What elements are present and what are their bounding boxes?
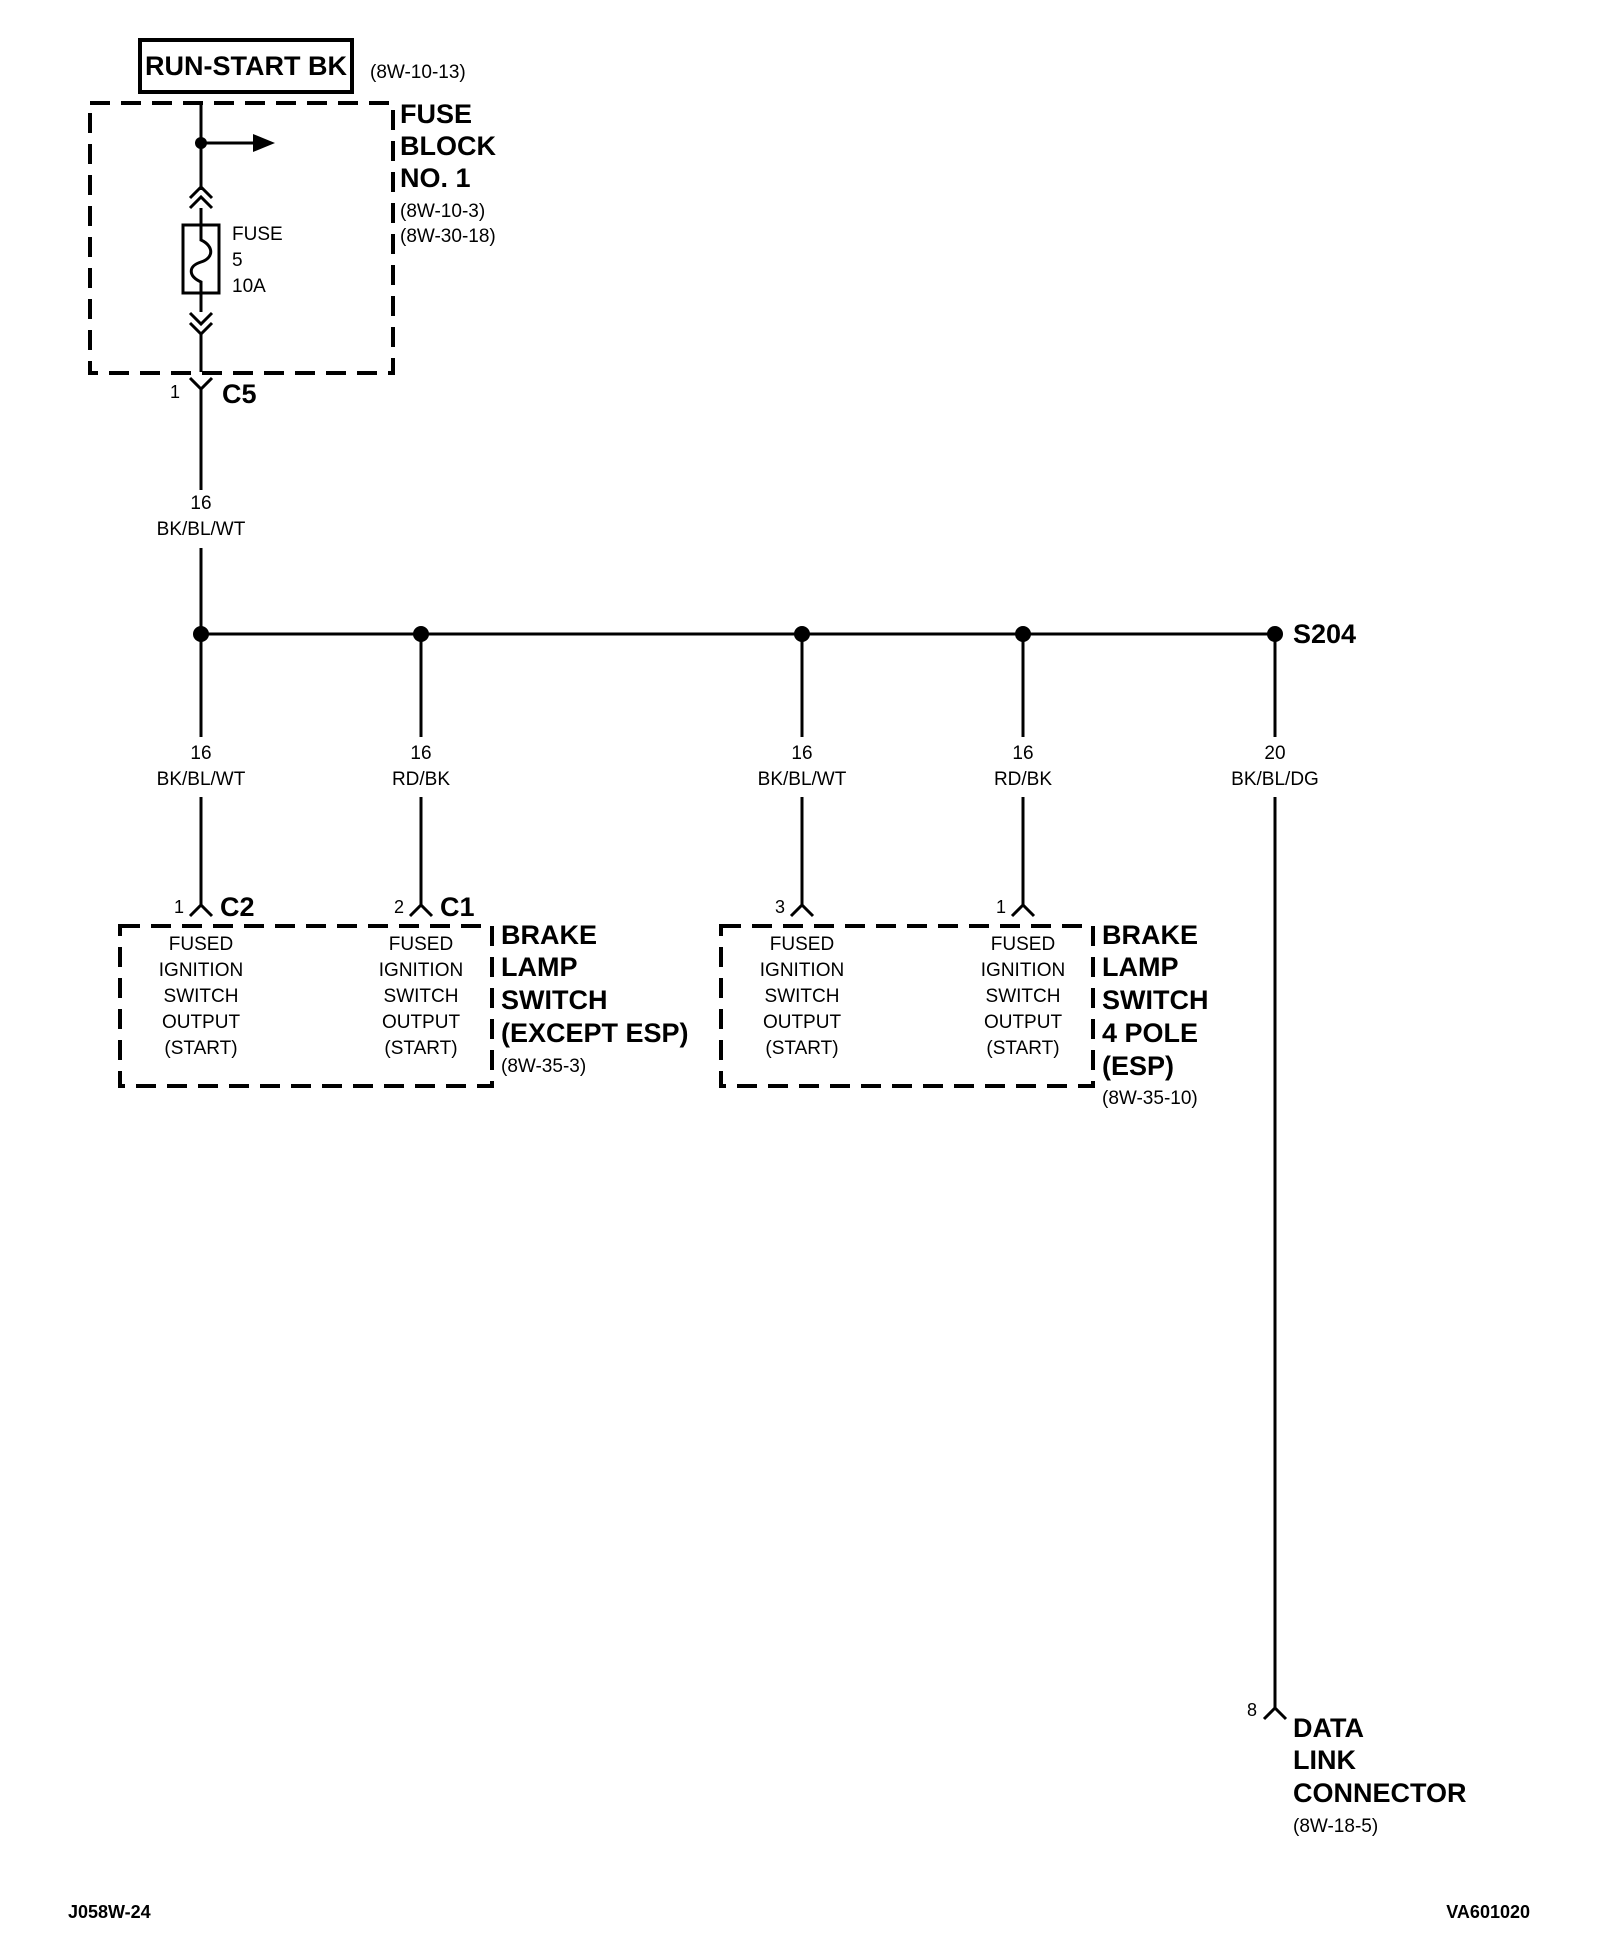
- svg-text:DATA: DATA: [1293, 1713, 1364, 1743]
- fuse-block-ref-2: (8W-30-18): [400, 226, 496, 247]
- svg-text:OUTPUT: OUTPUT: [984, 1012, 1063, 1033]
- svg-text:16: 16: [190, 743, 211, 764]
- svg-text:RD/BK: RD/BK: [994, 769, 1052, 790]
- svg-text:OUTPUT: OUTPUT: [763, 1012, 842, 1033]
- brake-lamp-switch-except-esp-circuit-2: FUSED IGNITION SWITCH OUTPUT (START): [379, 934, 463, 1059]
- svg-text:FUSE: FUSE: [400, 99, 472, 129]
- svg-text:BRAKE: BRAKE: [1102, 920, 1198, 950]
- svg-text:SWITCH: SWITCH: [765, 986, 840, 1007]
- svg-text:CONNECTOR: CONNECTOR: [1293, 1778, 1467, 1808]
- main-wire-gauge: 16: [190, 493, 211, 514]
- svg-text:16: 16: [410, 743, 431, 764]
- svg-text:10A: 10A: [232, 276, 266, 297]
- svg-text:LINK: LINK: [1293, 1745, 1356, 1775]
- svg-text:FUSED: FUSED: [169, 934, 233, 955]
- fuse-upper-connector-icon: [188, 184, 214, 210]
- data-link-connector-title: DATA LINK CONNECTOR: [1293, 1713, 1467, 1808]
- brake-lamp-switch-esp-outline: [719, 924, 1095, 1088]
- svg-text:(ESP): (ESP): [1102, 1051, 1174, 1081]
- source-box: [138, 38, 354, 94]
- c5-connector-name: C5: [222, 379, 257, 409]
- brake-lamp-switch-except-esp-outline: [118, 924, 494, 1088]
- branch-wire-1: 16 BK/BL/WT 1 C2: [157, 634, 255, 922]
- fuse-icon: [181, 223, 221, 295]
- c5-pin-number: 1: [170, 382, 180, 402]
- esp-pin3-number: 3: [775, 897, 785, 917]
- c1-connector-icon: [408, 902, 434, 918]
- svg-text:FUSED: FUSED: [389, 934, 453, 955]
- c2-pin-number: 1: [174, 897, 184, 917]
- svg-text:BK/BL/WT: BK/BL/WT: [758, 769, 847, 790]
- dlc-pin-number: 8: [1247, 1700, 1257, 1720]
- svg-text:OUTPUT: OUTPUT: [382, 1012, 461, 1033]
- brake-lamp-switch-esp-circuit-2: FUSED IGNITION SWITCH OUTPUT (START): [981, 934, 1065, 1059]
- footer-left-code: J058W-24: [68, 1902, 151, 1922]
- svg-text:(START): (START): [986, 1038, 1059, 1059]
- svg-text:RD/BK: RD/BK: [392, 769, 450, 790]
- c1-connector-name: C1: [440, 892, 475, 922]
- esp-pin3-connector-icon: [789, 902, 815, 918]
- svg-text:IGNITION: IGNITION: [159, 960, 243, 981]
- svg-text:IGNITION: IGNITION: [981, 960, 1065, 981]
- dlc-connector-icon: [1262, 1705, 1288, 1721]
- branch-wire-3: 16 BK/BL/WT 3: [758, 634, 847, 918]
- svg-text:SWITCH: SWITCH: [164, 986, 239, 1007]
- fuse-block-outline: [88, 101, 395, 375]
- data-link-connector-ref: (8W-18-5): [1293, 1816, 1378, 1837]
- c2-connector-name: C2: [220, 892, 255, 922]
- main-wire-color: BK/BL/WT: [157, 519, 246, 540]
- svg-text:LAMP: LAMP: [1102, 952, 1179, 982]
- esp-pin1-connector-icon: [1010, 902, 1036, 918]
- brake-lamp-switch-esp-title: BRAKE LAMP SWITCH 4 POLE (ESP): [1102, 920, 1208, 1081]
- branch-wire-4: 16 RD/BK 1: [994, 634, 1052, 918]
- svg-text:SWITCH: SWITCH: [1102, 985, 1208, 1015]
- c2-connector-icon: [188, 902, 214, 918]
- branch-wire-2: 16 RD/BK 2 C1: [392, 634, 475, 922]
- feed-arrow-head: [253, 134, 275, 152]
- c1-pin-number: 2: [394, 897, 404, 917]
- fuse-block-title: FUSE BLOCK NO. 1: [400, 99, 496, 193]
- branch-wire-5: 20 BK/BL/DG 8: [1231, 634, 1319, 1721]
- svg-text:SWITCH: SWITCH: [986, 986, 1061, 1007]
- splice-label: S204: [1293, 619, 1356, 649]
- svg-text:IGNITION: IGNITION: [379, 960, 463, 981]
- svg-text:(START): (START): [765, 1038, 838, 1059]
- svg-text:BRAKE: BRAKE: [501, 920, 597, 950]
- fuse-lower-connector-icon: [188, 311, 214, 337]
- brake-lamp-switch-esp-circuit-1: FUSED IGNITION SWITCH OUTPUT (START): [760, 934, 844, 1059]
- svg-text:IGNITION: IGNITION: [760, 960, 844, 981]
- svg-text:FUSED: FUSED: [770, 934, 834, 955]
- svg-text:FUSE: FUSE: [232, 224, 283, 245]
- svg-text:SWITCH: SWITCH: [501, 985, 607, 1015]
- footer-right-code: VA601020: [1446, 1902, 1530, 1922]
- svg-text:FUSED: FUSED: [991, 934, 1055, 955]
- svg-text:16: 16: [791, 743, 812, 764]
- brake-lamp-switch-except-esp-circuit-1: FUSED IGNITION SWITCH OUTPUT (START): [159, 934, 243, 1059]
- brake-lamp-switch-esp-ref: (8W-35-10): [1102, 1088, 1198, 1109]
- svg-text:4 POLE: 4 POLE: [1102, 1018, 1198, 1048]
- svg-text:(START): (START): [164, 1038, 237, 1059]
- svg-text:LAMP: LAMP: [501, 952, 578, 982]
- c5-connector-icon: [188, 376, 214, 392]
- source-ref: (8W-10-13): [370, 62, 466, 83]
- fuse-block-ref-1: (8W-10-3): [400, 201, 485, 222]
- svg-text:OUTPUT: OUTPUT: [162, 1012, 241, 1033]
- svg-text:NO. 1: NO. 1: [400, 163, 471, 193]
- svg-text:5: 5: [232, 250, 243, 271]
- esp-pin1-number: 1: [996, 897, 1006, 917]
- svg-text:(START): (START): [384, 1038, 457, 1059]
- brake-lamp-switch-except-esp-ref: (8W-35-3): [501, 1056, 586, 1077]
- fuse-label: FUSE 5 10A: [232, 224, 283, 297]
- svg-text:SWITCH: SWITCH: [384, 986, 459, 1007]
- svg-text:16: 16: [1012, 743, 1033, 764]
- svg-text:20: 20: [1264, 743, 1285, 764]
- brake-lamp-switch-except-esp-title: BRAKE LAMP SWITCH (EXCEPT ESP): [501, 920, 689, 1048]
- source-label: RUN-START BK: [145, 51, 347, 81]
- svg-text:BLOCK: BLOCK: [400, 131, 496, 161]
- svg-text:BK/BL/WT: BK/BL/WT: [157, 769, 246, 790]
- svg-text:BK/BL/DG: BK/BL/DG: [1231, 769, 1319, 790]
- svg-text:(EXCEPT ESP): (EXCEPT ESP): [501, 1018, 689, 1048]
